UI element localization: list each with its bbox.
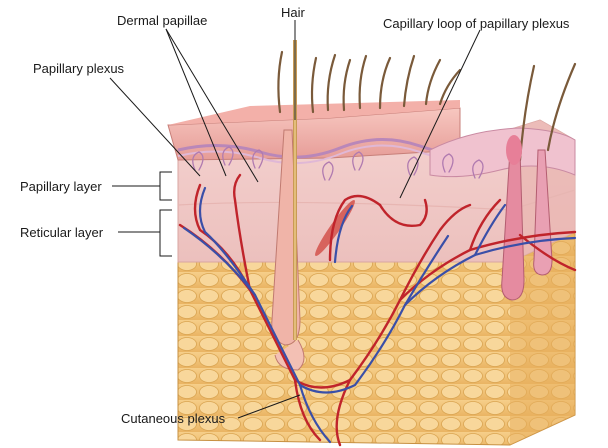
label-reticular-layer: Reticular layer (20, 225, 103, 240)
label-capillary-loop: Capillary loop of papillary plexus (383, 16, 569, 31)
label-papillary-layer: Papillary layer (20, 179, 102, 194)
label-papillary-plexus: Papillary plexus (33, 61, 124, 76)
label-hair: Hair (281, 5, 305, 20)
label-cutaneous-plexus: Cutaneous plexus (121, 411, 225, 426)
label-dermal-papillae: Dermal papillae (117, 13, 207, 28)
